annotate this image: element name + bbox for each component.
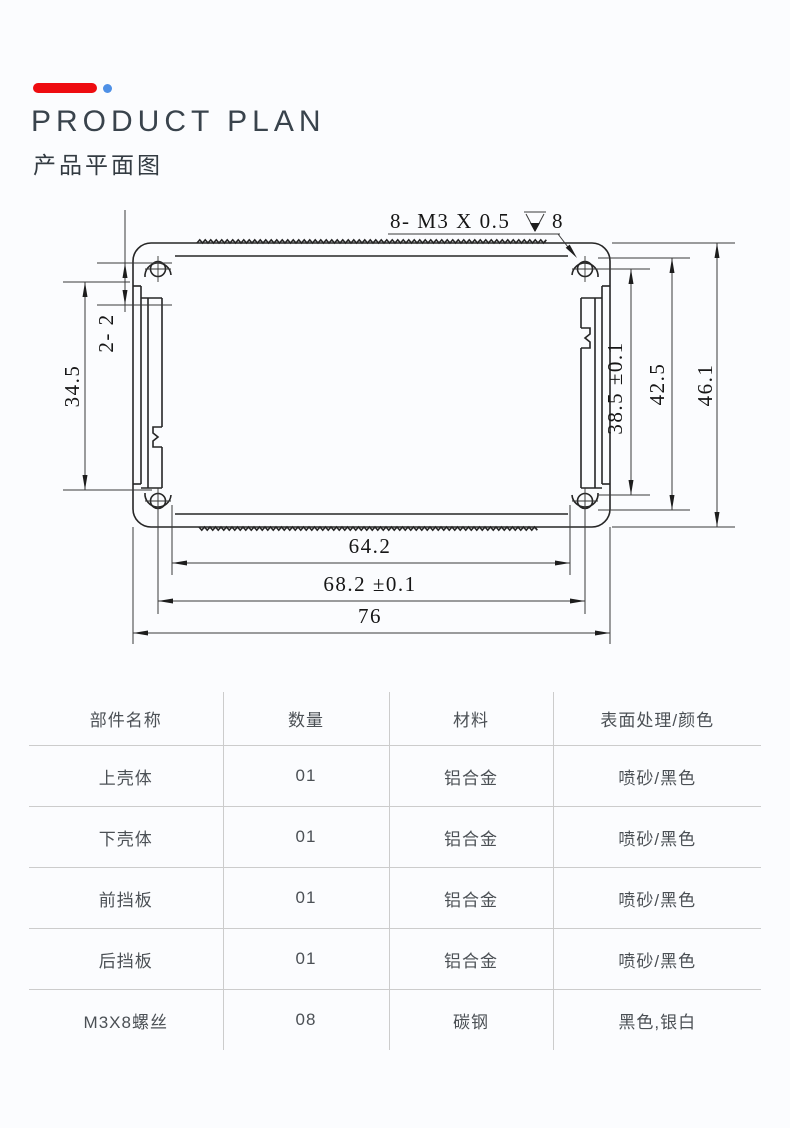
table-row: 后挡板 01 铝合金 喷砂/黑色 xyxy=(29,928,761,990)
col-header-quantity: 数量 xyxy=(223,692,390,746)
table-row: 上壳体 01 铝合金 喷砂/黑色 xyxy=(29,745,761,807)
col-header-part-name: 部件名称 xyxy=(29,692,224,746)
dim-bottom-group: 64.2 68.2 ±0.1 76 xyxy=(132,492,611,644)
dim-inner-width: 64.2 xyxy=(349,534,392,558)
cell-finish: 喷砂/黑色 xyxy=(553,867,761,929)
cell-part-name: 下壳体 xyxy=(29,806,224,868)
parts-table: 部件名称 数量 材料 表面处理/颜色 上壳体 01 铝合金 喷砂/黑色 下壳体 … xyxy=(29,692,761,1050)
cell-material: 铝合金 xyxy=(389,745,554,807)
cell-material: 铝合金 xyxy=(389,806,554,868)
dim-overall-width: 76 xyxy=(358,604,382,628)
dim-lip-gap: 2- 2 xyxy=(94,313,118,352)
boss-centerlines xyxy=(145,256,598,514)
right-wall xyxy=(580,285,610,489)
cell-part-name: M3X8螺丝 xyxy=(29,989,224,1050)
cell-part-name: 前挡板 xyxy=(29,867,224,929)
page-subtitle: 产品平面图 xyxy=(33,152,163,178)
cell-finish: 喷砂/黑色 xyxy=(553,745,761,807)
col-header-finish: 表面处理/颜色 xyxy=(553,692,761,746)
cross-section-drawing: 8- M3 X 0.5 8 38.5 ±0.1 42.5 46.1 xyxy=(60,209,735,644)
cell-material: 铝合金 xyxy=(389,928,554,990)
table-row: 前挡板 01 铝合金 喷砂/黑色 xyxy=(29,867,761,929)
brand-mark xyxy=(33,83,112,93)
dim-mid-height: 42.5 xyxy=(645,363,669,406)
dim-hole-span: 68.2 ±0.1 xyxy=(323,572,416,596)
cell-quantity: 01 xyxy=(223,806,390,868)
red-bar-icon xyxy=(33,83,97,93)
cell-quantity: 01 xyxy=(223,745,390,807)
cell-quantity: 01 xyxy=(223,867,390,929)
bottom-knurl xyxy=(198,525,538,532)
table-header-row: 部件名称 数量 材料 表面处理/颜色 xyxy=(29,692,761,746)
cell-finish: 喷砂/黑色 xyxy=(553,806,761,868)
depth-symbol-icon xyxy=(524,211,546,232)
cell-material: 碳钢 xyxy=(389,989,554,1050)
page-title: PRODUCT PLAN xyxy=(31,105,326,138)
cell-quantity: 01 xyxy=(223,928,390,990)
dim-overall-height: 46.1 xyxy=(693,364,717,407)
enclosure-profile xyxy=(132,238,611,532)
leader-arrowhead xyxy=(565,244,577,258)
thread-note-prefix: 8- M3 X 0.5 xyxy=(390,209,510,233)
shell-outline xyxy=(132,242,611,528)
dim-right-group: 38.5 ±0.1 42.5 46.1 xyxy=(598,242,735,528)
blue-dot-icon xyxy=(103,83,112,93)
dim-left-group: 34.5 2- 2 xyxy=(60,210,172,491)
cell-part-name: 上壳体 xyxy=(29,745,224,807)
right-plate-notch xyxy=(581,327,591,349)
top-knurl xyxy=(196,238,547,245)
thread-note-suffix: 8 xyxy=(552,209,564,233)
cell-finish: 喷砂/黑色 xyxy=(553,928,761,990)
dim-side-height: 34.5 xyxy=(60,365,84,408)
col-header-material: 材料 xyxy=(389,692,554,746)
table-row: M3X8螺丝 08 碳钢 黑色,银白 xyxy=(29,989,761,1050)
cell-finish: 黑色,银白 xyxy=(618,1012,697,1032)
cell-part-name: 后挡板 xyxy=(29,928,224,990)
thread-callout: 8- M3 X 0.5 8 xyxy=(388,209,577,258)
dim-inner-height: 38.5 ±0.1 xyxy=(603,341,627,434)
left-wall xyxy=(133,285,163,489)
table-row: 下壳体 01 铝合金 喷砂/黑色 xyxy=(29,806,761,868)
screw-bosses xyxy=(144,256,599,514)
left-plate-notch xyxy=(152,426,162,448)
cell-material: 铝合金 xyxy=(389,867,554,929)
cell-quantity: 08 xyxy=(223,989,390,1050)
